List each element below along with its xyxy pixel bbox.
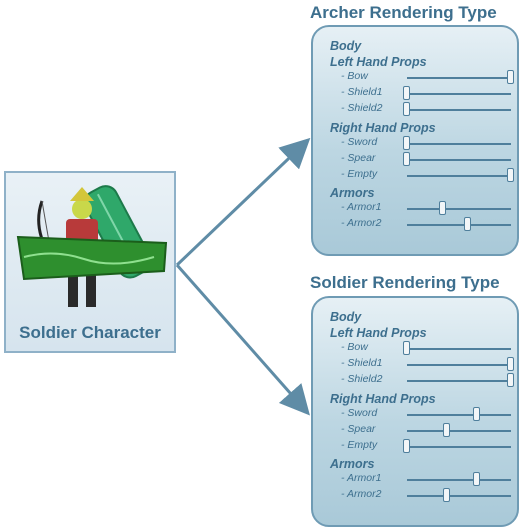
group-label: Right Hand Props [330, 391, 436, 406]
slider-label: - Armor2 [341, 217, 382, 230]
slider-thumb[interactable] [507, 168, 514, 182]
slider-track[interactable] [403, 151, 511, 166]
slider-label: - Empty [341, 168, 378, 180]
slider-label: - Bow [341, 341, 368, 353]
slider-track[interactable] [407, 488, 511, 503]
slider-label: - Shield1 [341, 86, 383, 99]
slider-label: - Empty [341, 439, 378, 451]
slider-track[interactable] [407, 357, 514, 372]
slider-thumb[interactable] [464, 217, 472, 232]
group-label: Armors [330, 186, 375, 201]
arrow-to-archer [175, 137, 311, 267]
slider-track[interactable] [403, 439, 511, 453]
slider-track[interactable] [407, 422, 511, 437]
slider-track[interactable] [407, 70, 514, 84]
archer-panel-title: Archer Rendering Type [310, 3, 497, 22]
slider-track[interactable] [403, 135, 511, 150]
group-label: Armors [330, 457, 375, 472]
slider-thumb[interactable] [507, 373, 514, 388]
slider-label: - Shield2 [341, 102, 383, 115]
slider-label: - Bow [341, 70, 368, 82]
soldier-panel-title: Soldier Rendering Type [310, 273, 500, 292]
slider-thumb[interactable] [442, 422, 450, 437]
slider-thumb[interactable] [507, 357, 514, 372]
slider-label: - Shield1 [341, 357, 383, 370]
slider-thumb[interactable] [403, 439, 410, 453]
slider-thumb[interactable] [472, 472, 480, 487]
slider-label: - Spear [341, 422, 376, 435]
slider-thumb[interactable] [403, 151, 410, 166]
slider-track[interactable] [407, 406, 511, 421]
slider-track[interactable] [403, 102, 511, 117]
slider-thumb[interactable] [403, 102, 410, 117]
slider-track[interactable] [407, 168, 514, 182]
slider-label: - Armor1 [341, 201, 382, 214]
slider-thumb[interactable] [403, 341, 410, 355]
slider-thumb[interactable] [472, 406, 480, 421]
character-card: Soldier Character [4, 171, 176, 353]
slider-thumb[interactable] [442, 488, 450, 503]
soldier-figure-icon [16, 185, 168, 307]
slider-thumb[interactable] [439, 201, 447, 216]
slider-label: - Spear [341, 151, 376, 164]
slider-label: - Sword [341, 406, 378, 419]
body-label: Body [330, 39, 362, 53]
slider-thumb[interactable] [403, 86, 410, 101]
arrow-to-soldier [175, 264, 310, 416]
slider-track[interactable] [407, 472, 511, 487]
slider-label: - Sword [341, 135, 378, 148]
group-label: Left Hand Props [330, 326, 427, 340]
slider-track[interactable] [403, 341, 511, 355]
slider-thumb[interactable] [403, 135, 410, 150]
slider-track[interactable] [407, 217, 511, 232]
slider-label: - Armor1 [341, 472, 382, 485]
group-label: Left Hand Props [330, 55, 427, 69]
slider-label: - Armor2 [341, 488, 382, 501]
character-label: Soldier Character [19, 323, 161, 342]
slider-label: - Shield2 [341, 373, 383, 386]
slider-track[interactable] [403, 86, 511, 101]
slider-track[interactable] [407, 201, 511, 216]
group-label: Right Hand Props [330, 120, 436, 135]
slider-track[interactable] [407, 373, 514, 388]
body-label: Body [330, 310, 362, 324]
slider-thumb[interactable] [507, 70, 514, 84]
